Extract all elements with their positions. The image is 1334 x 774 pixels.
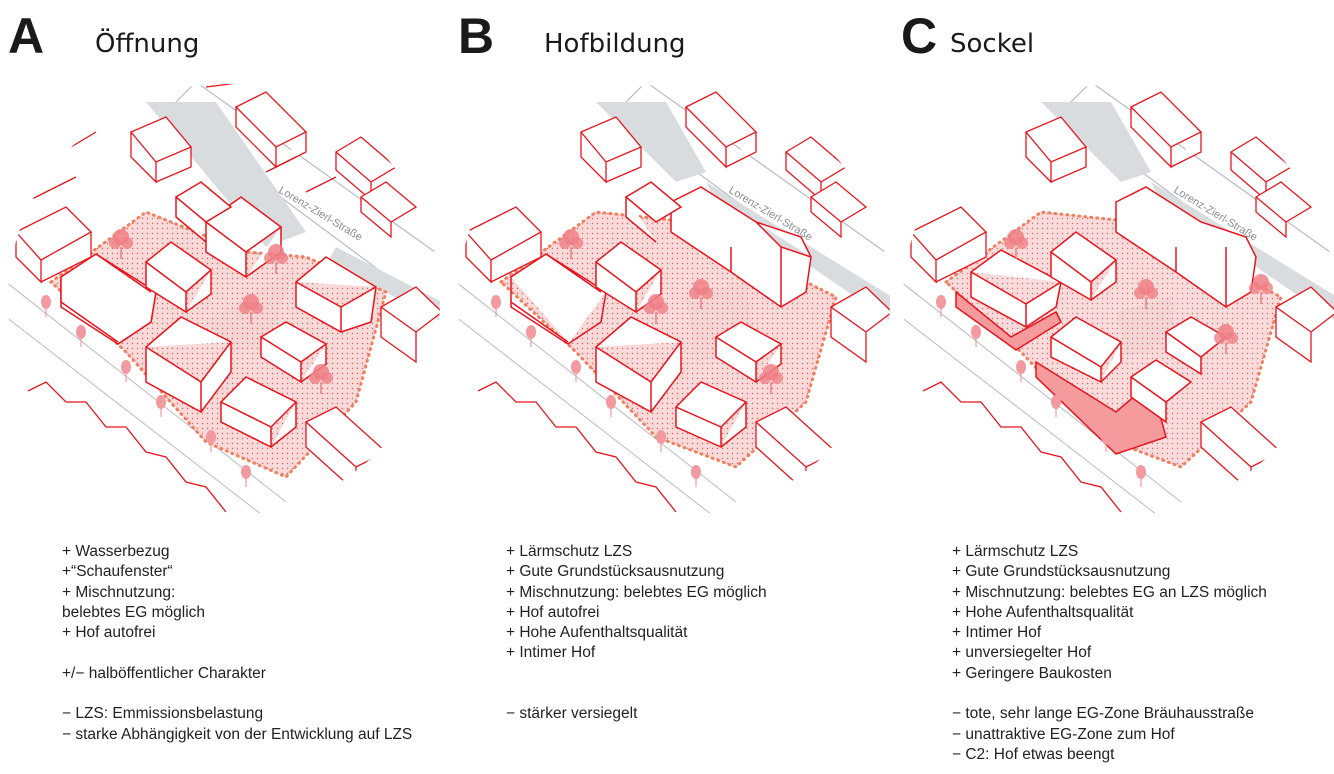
note-item: + Lärmschutz LZS: [506, 543, 633, 560]
pros-cons-list: + Wasserbezug +“Schaufenster“ + Mischnut…: [62, 542, 432, 745]
note-item: − tote, sehr lange EG-Zone Bräuhausstraß…: [952, 705, 1254, 723]
variant-title: Hofbildung: [544, 29, 686, 59]
note-spacer: [62, 684, 432, 704]
note-item: belebtes EG möglich: [62, 603, 206, 621]
note-item: + Hohe Aufenthaltsqualität: [506, 624, 688, 642]
road-surface: [706, 182, 890, 322]
note-item: − starke Abhängigkeit von der Entwicklun…: [62, 725, 413, 743]
proposed-buildings: [970, 186, 1257, 424]
variant-title: Öffnung: [95, 29, 200, 59]
note-spacer: [506, 664, 767, 684]
note-item: + Intimer Hof: [952, 624, 1042, 642]
variant-a: A Öffnung: [0, 0, 450, 774]
note-item: − LZS: Emmissionsbelastung: [62, 705, 264, 723]
proposed-buildings: [60, 181, 377, 449]
note-item: + Intimer Hof: [506, 644, 596, 662]
note-item: + Hohe Aufenthaltsqualität: [952, 603, 1134, 621]
note-spacer: [952, 684, 1267, 704]
note-spacer: [506, 684, 767, 704]
context-buildings: [464, 91, 890, 513]
variant-letter: C: [901, 8, 938, 64]
axonometric-diagram-c: Lorenz-Zierl-Straße: [903, 84, 1334, 516]
note-item: + Gute Grundstücksausnutzung: [506, 563, 725, 581]
proposed-buildings: [510, 181, 812, 449]
parking-area: [596, 102, 706, 182]
note-item: + Geringere Baukosten: [952, 664, 1112, 682]
note-item: +/− halböffentlicher Charakter: [62, 664, 266, 682]
note-item: + Mischnutzung: belebtes EG möglich: [506, 583, 767, 601]
note-item: + Hof autofrei: [62, 624, 156, 642]
context-buildings: [14, 84, 440, 513]
note-spacer: [62, 643, 432, 663]
note-item: + Wasserbezug: [62, 543, 170, 560]
context-buildings: [909, 91, 1334, 513]
note-item: + Gute Grundstücksausnutzung: [952, 563, 1171, 581]
variant-b: B Hofbildung: [450, 0, 895, 774]
note-item: + Mischnutzung:: [62, 583, 176, 601]
variant-letter: B: [458, 8, 495, 64]
note-item: + Hof autofrei: [506, 603, 600, 621]
note-item: + unversiegelter Hof: [952, 644, 1092, 662]
note-item: − unattraktive EG-Zone zum Hof: [952, 725, 1175, 743]
note-item: − C2: Hof etwas beengt: [952, 745, 1115, 763]
note-item: − stärker versiegelt: [506, 705, 638, 723]
axonometric-diagram-b: Lorenz-Zierl-Straße: [458, 84, 890, 516]
note-item: +“Schaufenster“: [62, 563, 173, 581]
pros-cons-list: + Lärmschutz LZS + Gute Grundstücksausnu…: [952, 542, 1267, 765]
note-item: + Lärmschutz LZS: [952, 543, 1079, 560]
parking-area: [146, 102, 306, 247]
axonometric-diagram-a: Lorenz-Zierl-Straße: [8, 84, 440, 516]
variant-c: C Sockel: [895, 0, 1334, 774]
variant-title: Sockel: [950, 29, 1035, 59]
pros-cons-list: + Lärmschutz LZS + Gute Grundstücksausnu…: [506, 542, 767, 725]
parking-area: [1041, 102, 1151, 182]
variant-letter: A: [8, 8, 45, 64]
plinth-base: [955, 290, 1167, 455]
note-item: + Mischnutzung: belebtes EG an LZS mögli…: [952, 583, 1267, 601]
